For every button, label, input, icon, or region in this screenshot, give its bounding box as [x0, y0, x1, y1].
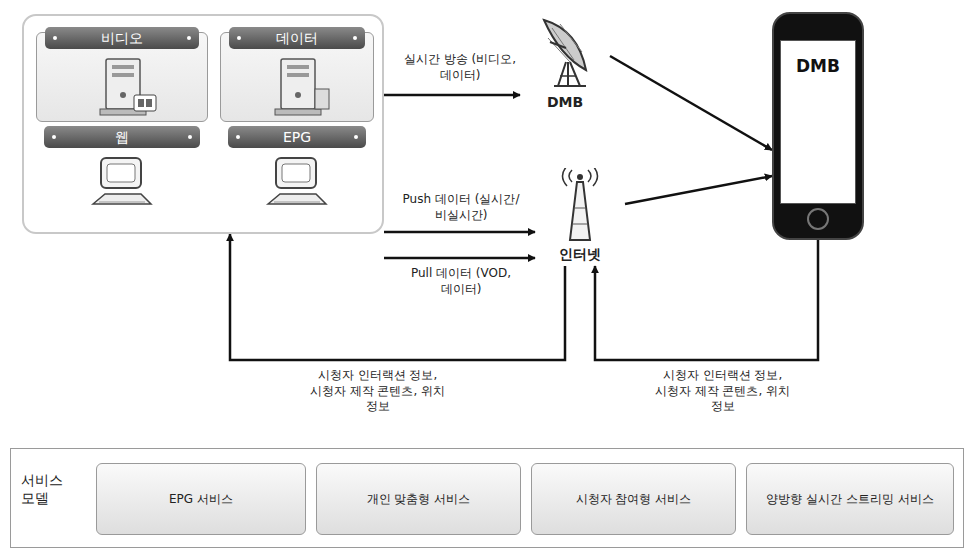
service-name: EPG 서비스: [169, 491, 233, 508]
service-name: 시청자 참여형 서비스: [576, 491, 692, 508]
arrow-connector: [610, 56, 772, 150]
tab-header: EPG: [228, 126, 366, 148]
computer-icon: [85, 154, 159, 216]
tab-header: 데이터: [229, 27, 365, 49]
edge-label: 시청자 인터랙션 정보, 시청자 제작 콘텐츠, 위치 정보: [650, 368, 795, 415]
tab-dot: [354, 135, 358, 139]
tab-dot: [237, 36, 241, 40]
box-title: 비디오: [101, 27, 143, 49]
band-node: 서비스 모델 EPG 서비스 개인 맞춤형 서비스 시청자 참여형 서비스 양방향 실시…: [10, 448, 964, 548]
arrow-connector: [384, 257, 535, 260]
arrow-connector: [384, 231, 535, 234]
server-icon-art: [261, 55, 335, 117]
computer-icon-art: [260, 154, 334, 216]
monitor-node: 웹: [36, 132, 208, 224]
tab-header: 비디오: [45, 27, 199, 49]
server-node: 데이터: [220, 32, 374, 122]
tab-dot: [52, 135, 56, 139]
edge-label: Pull 데이터 (VOD, 데이터): [396, 266, 526, 297]
dish-icon: [530, 12, 600, 90]
monitor-node: EPG: [220, 132, 374, 224]
server-icon: [261, 55, 335, 117]
antenna-icon: [550, 168, 610, 244]
band-heading: 서비스 모델: [21, 471, 85, 507]
arrow-connector: [625, 176, 772, 204]
svc-node: 시청자 참여형 서비스: [531, 463, 736, 535]
computer-icon-art: [85, 154, 159, 216]
service-name: 개인 맞춤형 서비스: [367, 491, 471, 508]
tab-header: 웹: [44, 126, 200, 148]
antenna-icon-art: [550, 168, 610, 244]
tab-dot: [188, 135, 192, 139]
home-button: [807, 208, 829, 230]
dish-icon-art: [530, 12, 600, 90]
phone-node: DMB: [772, 12, 864, 240]
node-label: DMB: [520, 94, 610, 110]
edge-label: 실시간 방송 (비디오, 데이터): [400, 52, 520, 83]
server-node: 비디오: [36, 32, 208, 122]
tab-dot: [353, 36, 357, 40]
server-icon: [86, 55, 160, 117]
box-title: 웹: [115, 126, 129, 148]
arrow-connector: [384, 94, 520, 97]
arrow-connector: [595, 240, 818, 360]
system-group: 비디오데이터웹EPG: [22, 14, 384, 234]
tab-dot: [236, 135, 240, 139]
svc-node: 개인 맞춤형 서비스: [316, 463, 521, 535]
svc-node: EPG 서비스: [96, 463, 306, 535]
box-title: 데이터: [276, 27, 318, 49]
box-title: EPG: [283, 126, 311, 148]
tab-dot: [187, 36, 191, 40]
server-icon-art: [86, 55, 160, 117]
edge-label: Push 데이터 (실시간/비실시간): [396, 192, 526, 223]
dish-node: DMB: [520, 12, 610, 116]
screen-title: DMB: [780, 56, 856, 76]
service-name: 양방향 실시간 스트리밍 서비스: [766, 491, 933, 508]
antenna-node: 인터넷: [535, 168, 625, 266]
svc-node: 양방향 실시간 스트리밍 서비스: [746, 463, 954, 535]
arrow-connector: [230, 234, 565, 360]
tab-dot: [53, 36, 57, 40]
edge-label: 시청자 인터랙션 정보, 시청자 제작 콘텐츠, 위치 정보: [305, 368, 450, 415]
computer-icon: [260, 154, 334, 216]
node-label: 인터넷: [535, 246, 625, 264]
